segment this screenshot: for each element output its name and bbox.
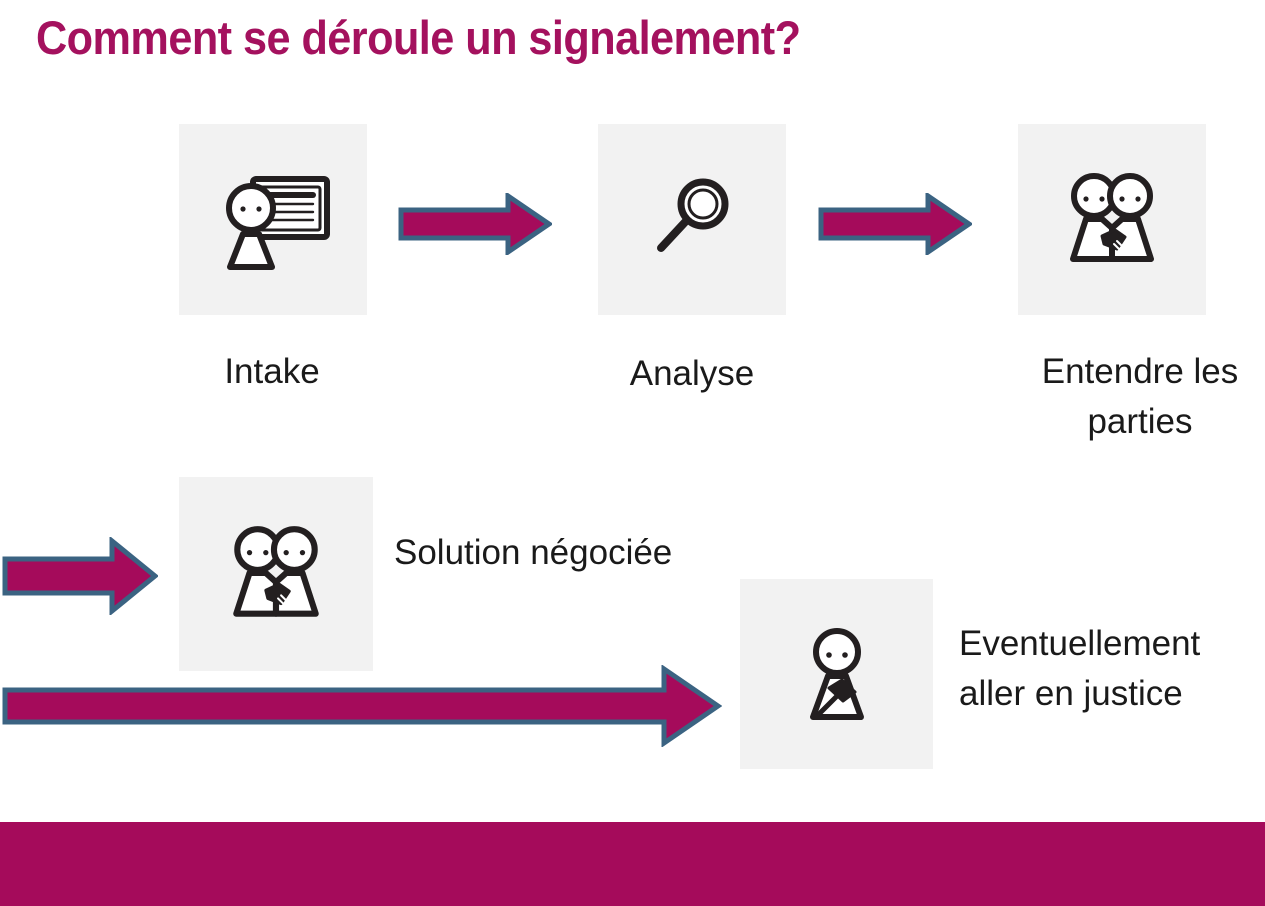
step-label-intake: Intake [224, 352, 320, 391]
connector-arrow-3 [2, 537, 158, 615]
step-label-analyse: Analyse [629, 354, 755, 393]
right-arrow-icon [398, 193, 552, 255]
step-icon-tile-analyse [598, 124, 786, 315]
step-icon-tile-parties [1018, 124, 1206, 315]
judge-with-gavel-icon [785, 622, 889, 726]
right-arrow-icon [2, 537, 158, 615]
page-title: Comment se déroule un signalement? [36, 11, 801, 64]
step-label-justice: Eventuellement aller en justice [959, 624, 1201, 713]
two-people-handshake-icon [1057, 165, 1167, 275]
magnifying-glass-icon [637, 165, 747, 275]
step-icon-tile-solution [179, 477, 373, 671]
connector-arrow-long [2, 665, 722, 747]
connector-arrow-2 [818, 193, 972, 255]
footer-bar: U N I A [0, 822, 1265, 906]
right-arrow-icon [818, 193, 972, 255]
step-label-parties: Entendre les parties [1041, 352, 1239, 441]
person-with-presentation-board-icon [210, 157, 336, 283]
two-people-handshake-icon [220, 518, 332, 630]
long-right-arrow-icon [2, 665, 722, 747]
connector-arrow-1 [398, 193, 552, 255]
step-label-solution: Solution négociée [394, 533, 673, 572]
step-icon-tile-justice [740, 579, 933, 769]
step-icon-tile-intake [179, 124, 367, 315]
